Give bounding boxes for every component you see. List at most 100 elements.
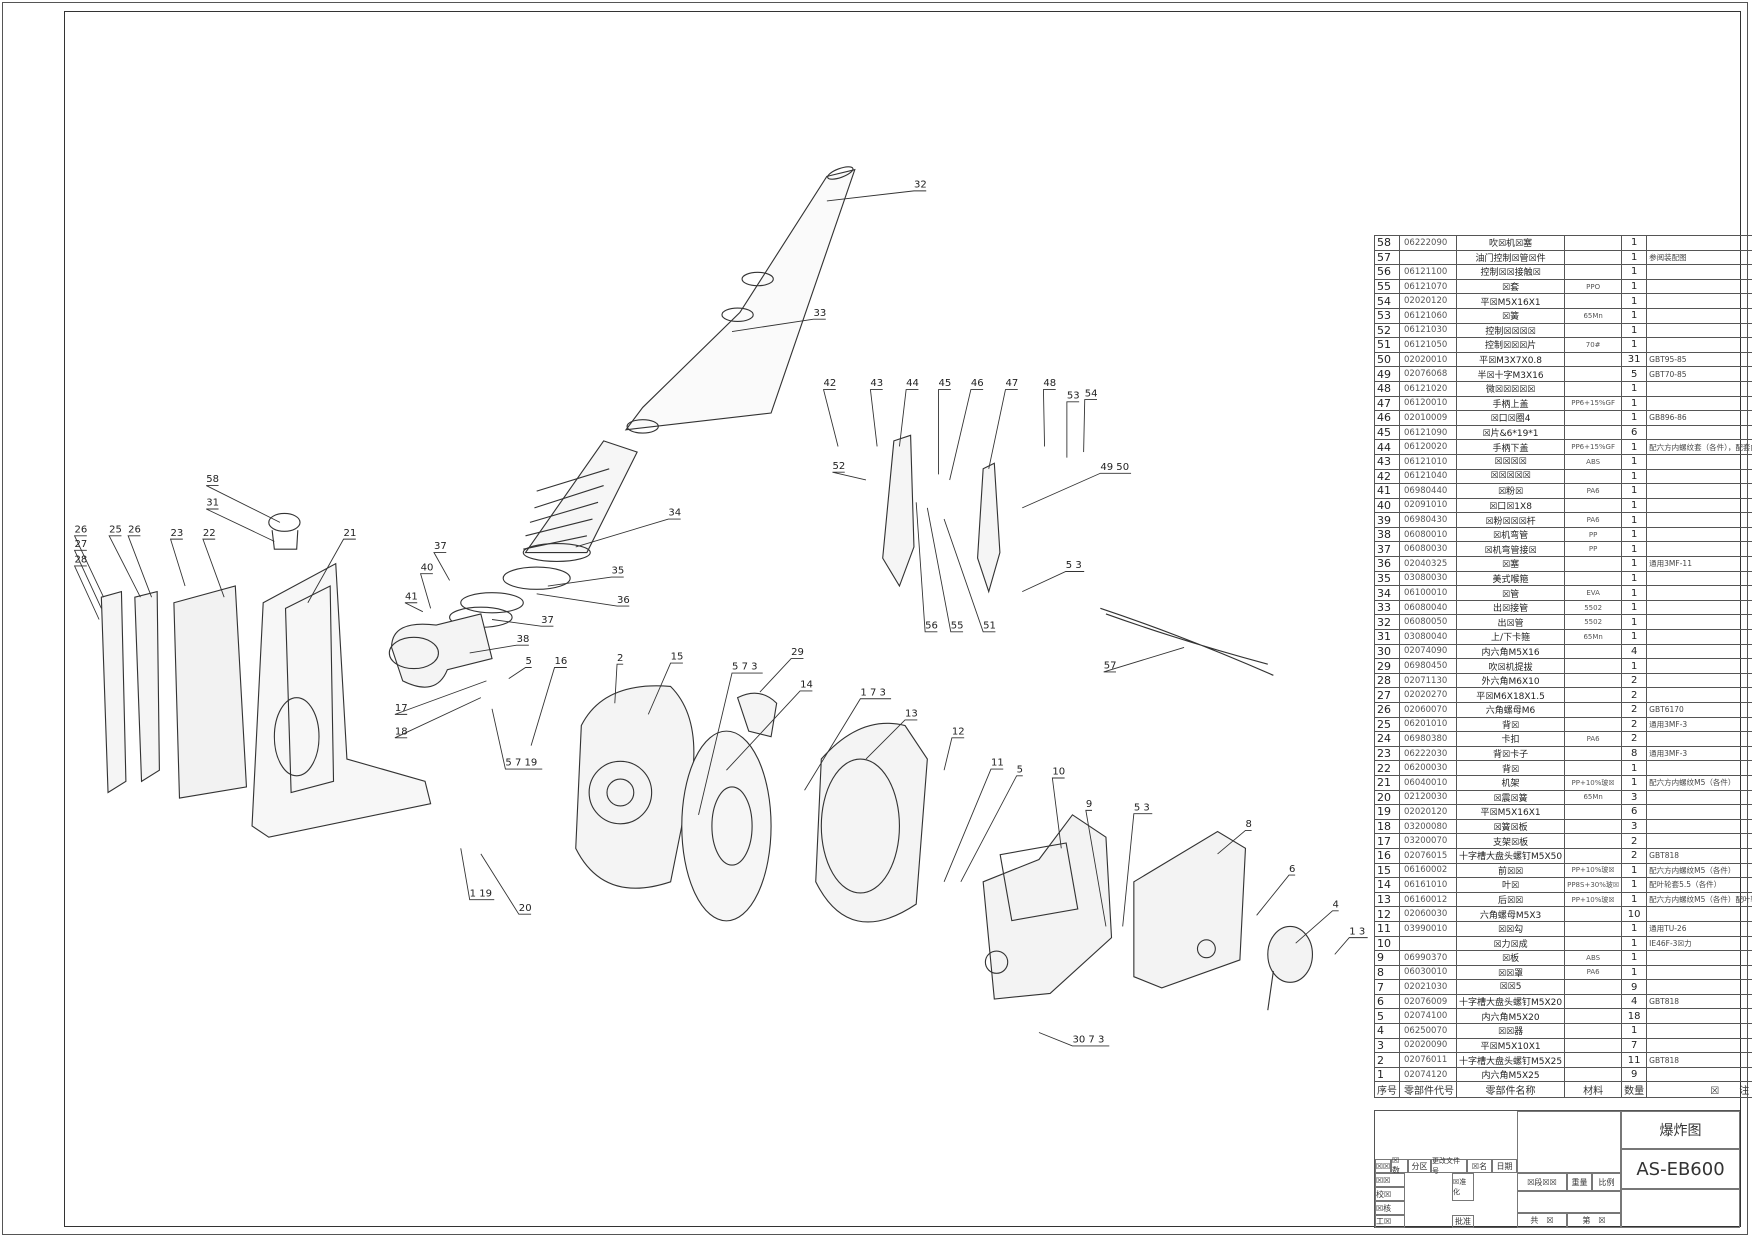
cell-qty: 4 xyxy=(1621,993,1648,1010)
cell-qty: 1 xyxy=(1621,585,1648,601)
callout-leader-line xyxy=(1085,809,1107,927)
cell-no: 3 xyxy=(1374,1037,1400,1054)
callout-leader-line xyxy=(73,549,102,609)
cell-name: 机架 xyxy=(1455,774,1566,791)
cell-qty: 1 xyxy=(1621,950,1648,966)
cell-note: GBT818 xyxy=(1646,1052,1752,1068)
cell-no: 29 xyxy=(1374,658,1400,674)
cell-name: 支架☒板 xyxy=(1455,833,1566,849)
cell-qty: 1 xyxy=(1621,629,1648,645)
callout-label: 20 xyxy=(519,903,532,914)
cell-mat xyxy=(1564,468,1623,485)
rear-fan-housing xyxy=(815,722,928,923)
cell-note xyxy=(1646,599,1752,616)
cell-qty: 9 xyxy=(1621,1066,1648,1083)
cell-code: 06080040 xyxy=(1399,599,1457,616)
cell-no: 16 xyxy=(1374,847,1400,864)
cell-note: 通用3MF-3 xyxy=(1646,745,1752,762)
cell-code: 02120030 xyxy=(1399,789,1457,806)
cell-name: 平☒M6X18X1.5 xyxy=(1455,687,1566,703)
cell-code: 06250070 xyxy=(1399,1023,1457,1039)
cell-no: 2 xyxy=(1374,1052,1400,1068)
cell-name: 后☒☒ xyxy=(1455,891,1566,908)
callout-leader-line xyxy=(394,697,482,739)
cell-code: 02074120 xyxy=(1399,1066,1457,1083)
cell-code: 06222090 xyxy=(1399,235,1457,251)
cell-no: 54 xyxy=(1374,293,1400,309)
cell-no: 49 xyxy=(1374,366,1400,382)
callout-leader-line xyxy=(508,667,532,680)
engine xyxy=(982,814,1113,1000)
cell-qty: 1 xyxy=(1621,964,1648,981)
tb-label: 比例 xyxy=(1592,1173,1621,1191)
cell-name: 上/下卡箍 xyxy=(1455,629,1566,645)
cell-mat: 5502 xyxy=(1564,614,1623,631)
callout-leader-line xyxy=(1022,472,1132,509)
cell-name: 背☒ xyxy=(1455,760,1566,776)
callout-label: 14 xyxy=(800,680,813,691)
cell-name: 十字槽大盘头螺钉M5X25 xyxy=(1455,1052,1566,1068)
cell-no: 34 xyxy=(1374,585,1400,601)
callout-label: 29 xyxy=(791,647,804,658)
cell-name: 十字槽大盘头螺钉M5X50 xyxy=(1455,847,1566,864)
callout-label: 5 7 3 xyxy=(732,662,758,673)
cell-note: GBT95-85 xyxy=(1646,351,1752,368)
cell-name: ☒☒☒☒ xyxy=(1455,453,1566,470)
callout-label: 47 xyxy=(1005,378,1018,389)
callout-label: 6 xyxy=(1289,864,1295,875)
cell-code xyxy=(1399,249,1457,266)
cell-name: 十字槽大盘头螺钉M5X20 xyxy=(1455,993,1566,1010)
cell-note: 通用3MF-3 xyxy=(1646,716,1752,733)
cell-code: 06980430 xyxy=(1399,512,1457,528)
cell-no: 44 xyxy=(1374,439,1400,455)
cell-mat: PP+10%玻☒ xyxy=(1564,862,1623,879)
cell-mat: 65Mn xyxy=(1564,789,1623,806)
callout-label: 30 7 3 xyxy=(1072,1035,1104,1046)
callout-leader-line xyxy=(491,708,543,770)
callout-label: 42 xyxy=(824,378,837,389)
tb-label: ☒段☒☒ xyxy=(1517,1173,1567,1191)
cell-qty: 1 xyxy=(1621,556,1648,572)
cell-name: ☒管 xyxy=(1455,585,1566,601)
cell-mat: PP xyxy=(1564,526,1623,543)
callout-leader-line xyxy=(108,535,141,598)
cell-no: 53 xyxy=(1374,307,1400,324)
cell-mat: ABS xyxy=(1564,453,1623,470)
header-no: 序号 xyxy=(1374,1081,1400,1099)
cell-qty: 1 xyxy=(1621,453,1648,470)
callout-label: 2 xyxy=(617,653,623,664)
callout-leader-line xyxy=(491,619,554,627)
cell-qty: 1 xyxy=(1621,380,1648,397)
callout-label: 34 xyxy=(668,508,681,519)
tb-label: 批准 xyxy=(1452,1215,1474,1228)
cell-mat xyxy=(1564,1008,1623,1025)
cell-qty: 1 xyxy=(1621,293,1648,309)
cell-mat xyxy=(1564,264,1623,280)
cell-no: 40 xyxy=(1374,497,1400,514)
cell-note xyxy=(1646,585,1752,601)
cell-qty: 1 xyxy=(1621,468,1648,485)
cell-no: 27 xyxy=(1374,687,1400,703)
callout-leader-line xyxy=(915,502,938,633)
cell-qty: 1 xyxy=(1621,235,1648,251)
callout-label: 38 xyxy=(517,634,530,645)
handle xyxy=(882,434,1001,594)
cell-mat xyxy=(1564,1052,1623,1068)
cell-no: 6 xyxy=(1374,993,1400,1010)
cell-mat xyxy=(1564,556,1623,572)
cell-qty: 1 xyxy=(1621,891,1648,908)
cell-name: 控制☒☒接触☒ xyxy=(1455,264,1566,280)
callout-leader-line xyxy=(206,508,275,542)
cell-mat xyxy=(1564,570,1623,587)
callout-label: 37 xyxy=(434,541,447,552)
cell-name: 内六角M5X25 xyxy=(1455,1066,1566,1083)
